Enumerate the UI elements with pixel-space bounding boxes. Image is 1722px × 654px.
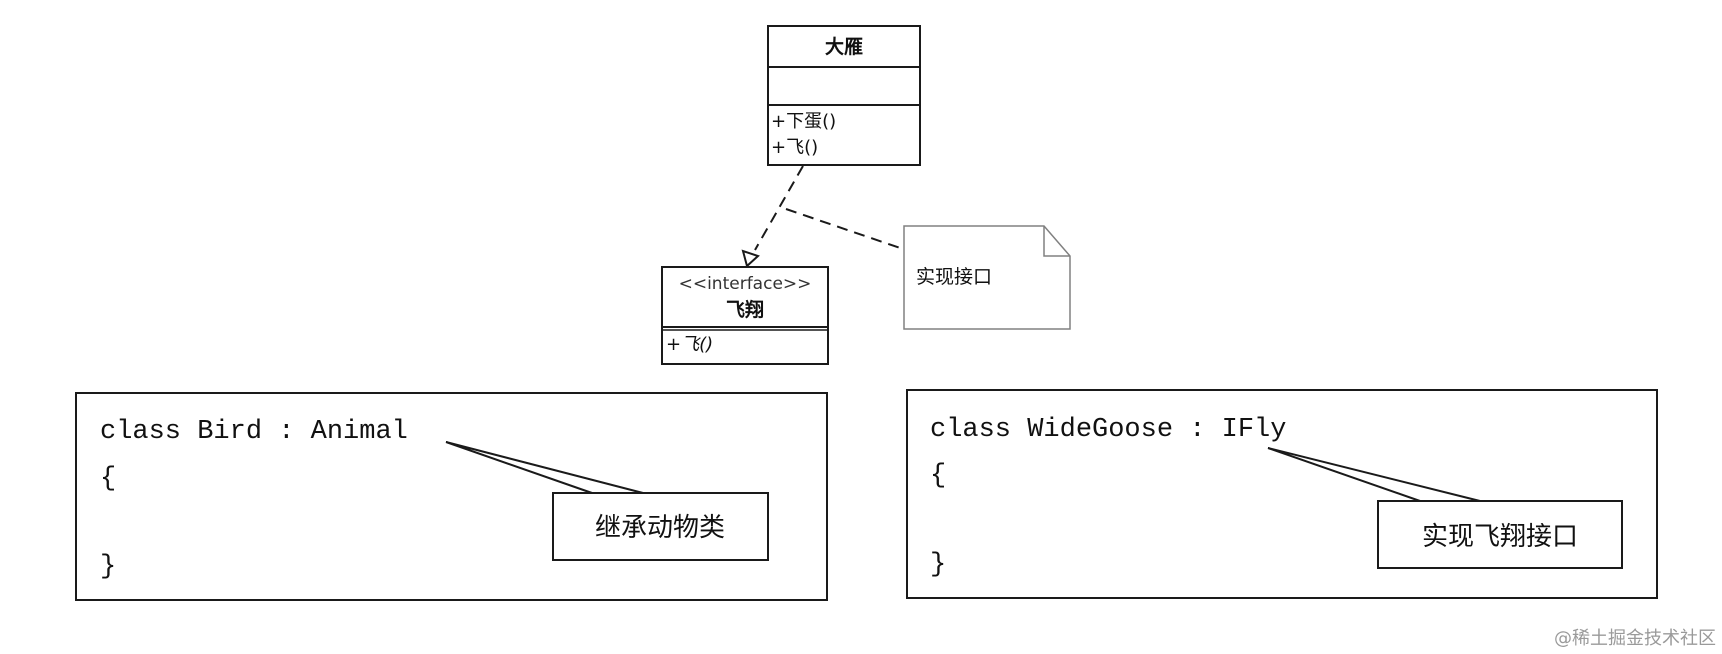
- watermark-text: @稀土掘金技术社区: [1554, 628, 1716, 649]
- class-wild-goose-method-fly: +飞(): [771, 137, 818, 158]
- code-line-open-brace: {: [100, 464, 116, 494]
- interface-fly: <<interface>> 飞翔 +飞(): [661, 266, 829, 365]
- interface-stereotype: <<interface>>: [679, 274, 812, 294]
- code-line-close-brace: }: [100, 552, 116, 582]
- callout-box-wide-goose: [1377, 500, 1623, 569]
- callout-box-bird: [552, 492, 769, 561]
- class-wild-goose-name: 大雁: [825, 35, 863, 58]
- callout-text-inherit-animal: 继承动物类: [595, 513, 725, 543]
- class-wild-goose-method-lay-egg: +下蛋(): [771, 111, 836, 132]
- note-anchor-line: [785, 208, 907, 251]
- realization-arrow: [741, 165, 804, 268]
- note-realize-interface: 实现接口: [903, 225, 1071, 330]
- callout-pointer-bird: [445, 441, 644, 494]
- class-wild-goose: 大雁 +下蛋() +飞(): [767, 25, 921, 166]
- note-text: 实现接口: [916, 266, 992, 288]
- interface-method-fly: +飞(): [666, 334, 713, 355]
- code-line-class-declaration: class Bird : Animal: [100, 417, 408, 447]
- code-line-class-declaration: class WideGoose : IFly: [930, 415, 1286, 445]
- callout-text-implement-fly: 实现飞翔接口: [1422, 522, 1578, 552]
- interface-name: 飞翔: [726, 298, 764, 321]
- code-box-bird: class Bird : Animal { } 继承动物类: [75, 392, 828, 601]
- code-box-wide-goose: class WideGoose : IFly { } 实现飞翔接口: [906, 389, 1658, 599]
- code-line-close-brace: }: [930, 550, 946, 580]
- code-line-open-brace: {: [930, 461, 946, 491]
- callout-pointer-wide-goose: [1267, 447, 1481, 502]
- realization-arrowhead: [741, 249, 760, 268]
